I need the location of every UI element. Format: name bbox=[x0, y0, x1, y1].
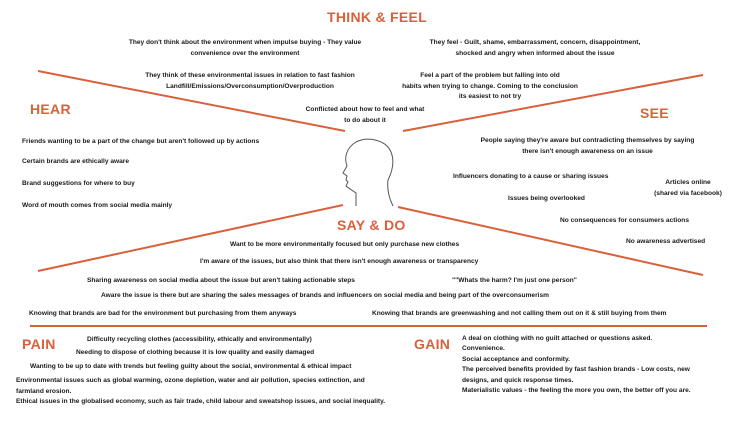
think-item: They feel - Guilt, shame, embarrassment,… bbox=[429, 39, 641, 57]
hear-title: HEAR bbox=[30, 101, 71, 117]
think-item: Feel a part of the problem but falling i… bbox=[402, 72, 578, 100]
pain-title: PAIN bbox=[22, 336, 56, 352]
gain-item: A deal on clothing with no guilt attache… bbox=[462, 335, 653, 342]
hear-item: Word of mouth comes from social media ma… bbox=[22, 202, 173, 209]
think-item: They don't think about the environment w… bbox=[128, 39, 362, 57]
divider-top-right bbox=[402, 74, 704, 132]
hear-item: Certain brands are ethically aware bbox=[22, 158, 130, 165]
say-do-item: Want to be more environmentally focused … bbox=[230, 241, 460, 248]
divider-bottom-left bbox=[37, 204, 344, 272]
say-do-item: Aware the issue is there but are sharing… bbox=[101, 292, 550, 299]
hear-item: Friends wanting to be a part of the chan… bbox=[22, 138, 260, 145]
see-item: No awareness advertised bbox=[626, 238, 706, 245]
gain-item: Social acceptance and conformity. bbox=[462, 355, 570, 363]
pain-item: Difficulty recycling clothes (accessibil… bbox=[87, 336, 312, 343]
hear-item: Brand suggestions for where to buy bbox=[22, 180, 135, 187]
say-do-item: ""Whats the harm? I'm just one person" bbox=[452, 277, 577, 284]
think-item: They think of these environmental issues… bbox=[145, 72, 355, 90]
see-item: People saying they're aware but contradi… bbox=[480, 137, 695, 155]
see-item: Articles online(shared via facebook) bbox=[654, 179, 722, 197]
say-do-item: Knowing that brands are bad for the envi… bbox=[29, 310, 297, 317]
gain-item: designs, and quick response times. bbox=[462, 376, 574, 384]
think-feel-title: THINK & FEEL bbox=[327, 9, 428, 25]
pain-item: Needing to dispose of clothing because i… bbox=[76, 349, 315, 356]
say-do-item: I'm aware of the issues, but also think … bbox=[200, 258, 479, 265]
gain-title: GAIN bbox=[414, 336, 451, 352]
divider-top-left bbox=[37, 70, 346, 132]
gain-item: Materialistic values - the feeling the m… bbox=[462, 387, 691, 395]
head-icon bbox=[342, 138, 394, 207]
see-item: Issues being overlooked bbox=[508, 195, 585, 202]
gain-item: Convenience. bbox=[462, 345, 505, 353]
gain-items: A deal on clothing with no guilt attache… bbox=[462, 334, 691, 396]
pain-item: Wanting to be up to date with trends but… bbox=[30, 363, 352, 370]
say-do-item: Knowing that brands are greenwashing and… bbox=[372, 310, 667, 317]
divider-bottom-right bbox=[397, 206, 704, 276]
say-do-item: Sharing awareness on social media about … bbox=[87, 277, 355, 284]
see-item: Influencers donating to a cause or shari… bbox=[453, 173, 609, 180]
gain-item: The perceived benefits provided by fast … bbox=[462, 366, 690, 374]
see-item: No consequences for consumers actions bbox=[560, 217, 689, 224]
pain-item: Environmental issues such as global warm… bbox=[16, 377, 386, 405]
see-title: SEE bbox=[640, 105, 669, 121]
say-do-title: SAY & DO bbox=[337, 217, 406, 233]
